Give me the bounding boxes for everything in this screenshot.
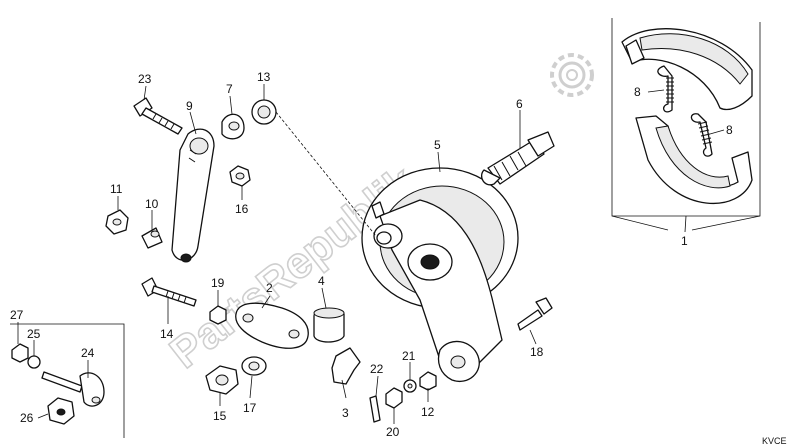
callout-9: 9 — [186, 99, 193, 113]
return-spring-upper — [657, 65, 674, 113]
callout-19: 19 — [211, 276, 225, 290]
nut-26 — [47, 397, 75, 425]
return-spring-lower — [690, 113, 713, 157]
washer-25 — [27, 355, 41, 369]
brake-link-2 — [235, 302, 309, 349]
bolt-18 — [517, 297, 553, 331]
callout-5: 5 — [434, 138, 441, 152]
callout-26: 26 — [20, 411, 34, 425]
bolt-23 — [133, 97, 183, 135]
callout-8-upper: 8 — [634, 85, 641, 99]
callout-12: 12 — [421, 405, 435, 419]
callout-18: 18 — [530, 345, 544, 359]
callout-23: 23 — [138, 72, 152, 86]
cotter-pin-22 — [369, 395, 381, 423]
callout-2: 2 — [266, 281, 273, 295]
washer-21 — [403, 379, 417, 393]
callout-4: 4 — [318, 274, 325, 288]
brake-shoe-upper — [621, 28, 753, 111]
collar-4 — [313, 307, 345, 343]
chain-adjuster-inset-frame — [10, 323, 125, 438]
callout-22: 22 — [370, 362, 384, 376]
callout-16: 16 — [235, 202, 249, 216]
callout-6: 6 — [516, 97, 523, 111]
nut-12 — [419, 371, 437, 391]
brake-stopper-3 — [331, 347, 361, 385]
callout-20: 20 — [386, 425, 400, 439]
callout-3: 3 — [342, 406, 349, 420]
callout-7: 7 — [226, 82, 233, 96]
bushing-11 — [105, 209, 129, 235]
leader-lines — [17, 84, 725, 424]
callout-21: 21 — [402, 349, 416, 363]
indicator-plate-7 — [221, 113, 245, 140]
brake-arm — [171, 128, 215, 263]
callout-13: 13 — [257, 70, 271, 84]
washer-17 — [241, 356, 267, 376]
callout-25: 25 — [27, 327, 41, 341]
brake-shoe-lower — [635, 115, 753, 205]
callout-27: 27 — [10, 308, 24, 322]
callout-1: 1 — [681, 234, 688, 248]
nut-27 — [11, 343, 29, 363]
felt-seal-13 — [251, 99, 277, 125]
pin-10 — [141, 227, 163, 249]
nut-15 — [205, 365, 239, 395]
callout-labels: 1 2 3 4 5 6 7 8 8 9 10 11 12 13 14 15 16… — [10, 70, 733, 439]
brake-panel — [361, 167, 519, 382]
nut-16 — [229, 165, 251, 187]
bolt-14 — [141, 277, 197, 307]
adjuster-bolt-24 — [41, 371, 105, 407]
callout-17: 17 — [243, 401, 257, 415]
callout-14: 14 — [160, 327, 174, 341]
callout-11: 11 — [110, 182, 123, 196]
callout-24: 24 — [81, 346, 95, 360]
diagram-code: KVCE — [762, 436, 787, 446]
gear-icon — [550, 53, 594, 97]
callout-15: 15 — [213, 409, 227, 423]
callout-10: 10 — [145, 197, 159, 211]
nut-20 — [385, 387, 403, 409]
brake-cam — [480, 131, 555, 186]
callout-8-lower: 8 — [726, 123, 733, 137]
